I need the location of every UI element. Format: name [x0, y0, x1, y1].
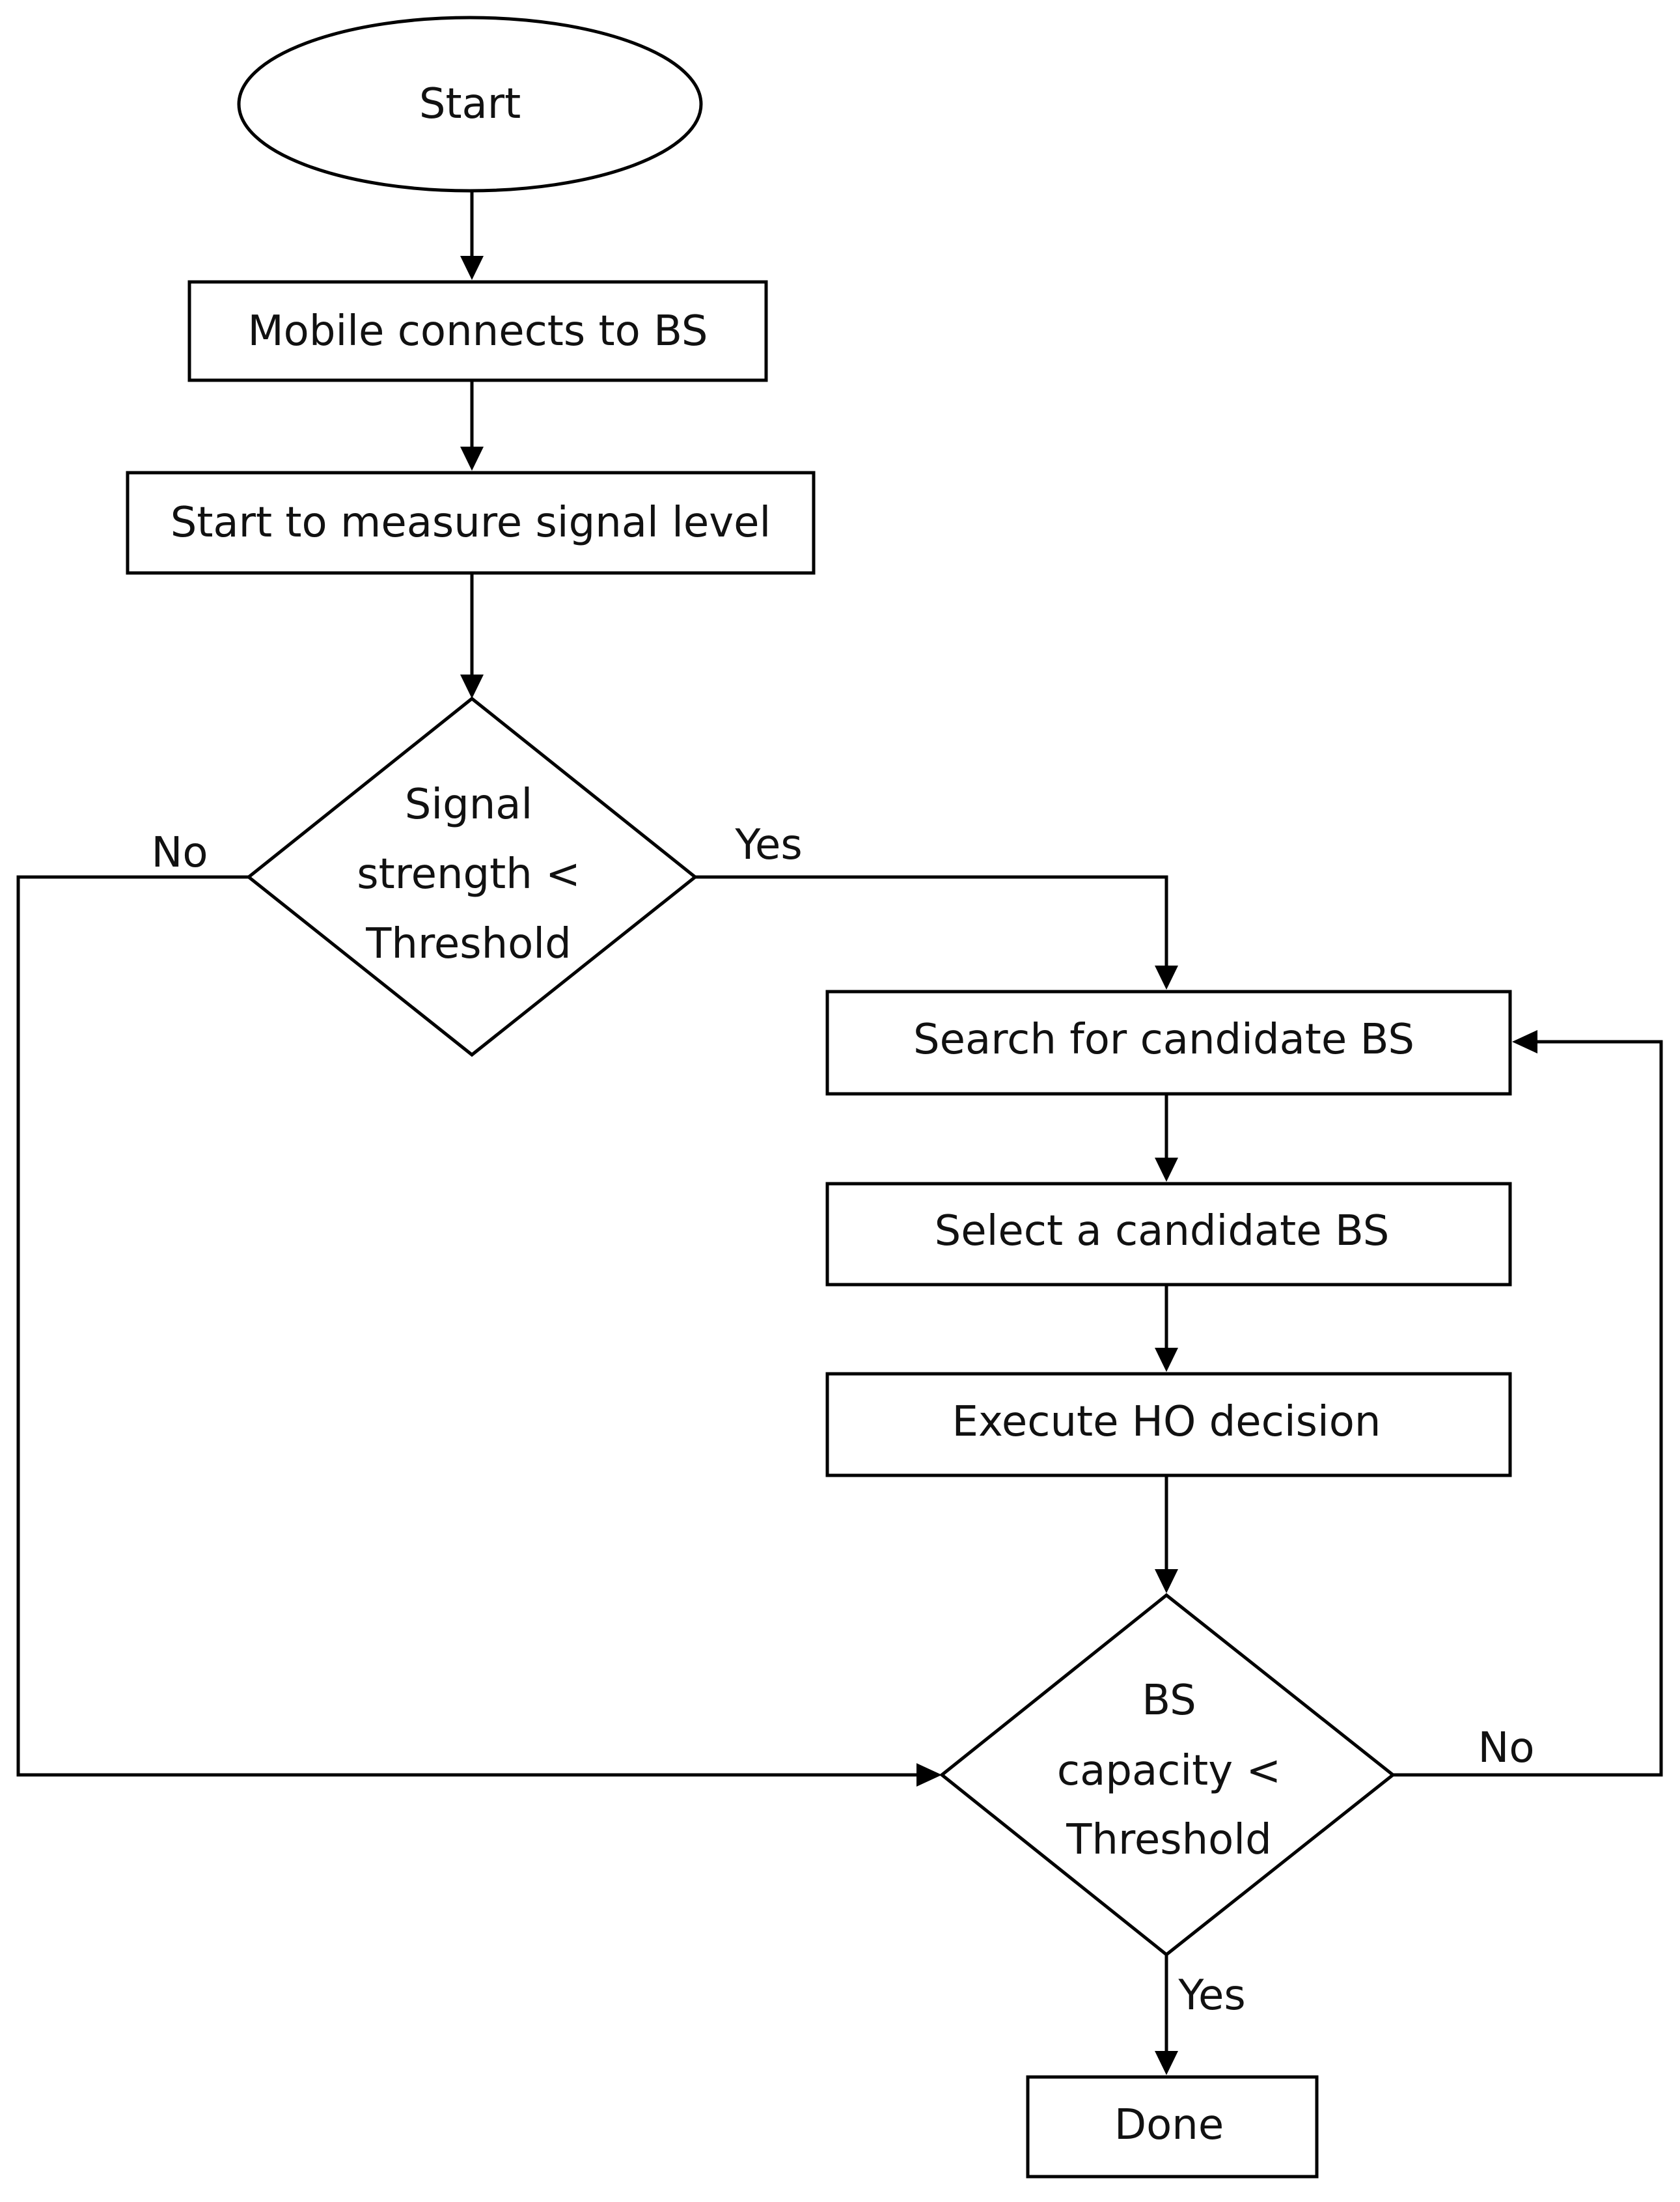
connector-search-to-select [1155, 1094, 1178, 1182]
signal-no-label: No [151, 829, 208, 877]
capacity-decision-line-3: Threshold [1066, 1816, 1271, 1864]
connector-signal-no-to-capacity-decision [16, 875, 942, 1787]
connect-node: Mobile connects to BS [187, 280, 768, 382]
capacity-decision-line-1: BS [1142, 1677, 1196, 1725]
signal-decision-line-1: Signal [405, 781, 533, 829]
start-node: Start [237, 16, 703, 193]
execute-node: Execute HO decision [825, 1372, 1512, 1477]
search-label: Search for candidate BS [913, 1016, 1414, 1064]
measure-node: Start to measure signal level [126, 471, 816, 575]
connector-start-to-connect [460, 191, 484, 280]
connector-execute-to-capacity-decision [1155, 1475, 1178, 1593]
connector-connect-to-measure [460, 380, 484, 471]
measure-label: Start to measure signal level [171, 499, 771, 547]
connector-signal-yes-to-search [695, 875, 1178, 990]
done-label: Done [1114, 2101, 1224, 2149]
connect-label: Mobile connects to BS [247, 307, 708, 355]
connector-select-to-execute [1155, 1285, 1178, 1372]
select-node: Select a candidate BS [825, 1182, 1512, 1287]
signal-yes-label: Yes [734, 821, 802, 869]
execute-label: Execute HO decision [952, 1398, 1381, 1446]
select-label: Select a candidate BS [935, 1207, 1390, 1255]
connector-capacity-yes-to-done [1155, 1955, 1178, 2075]
signal-decision-line-2: strength < [357, 850, 581, 899]
signal-decision-node: Signal strength < Threshold [245, 696, 698, 1057]
capacity-decision-line-2: capacity < [1057, 1747, 1281, 1795]
capacity-no-label: No [1478, 1724, 1534, 1772]
connector-measure-to-signal-decision [460, 573, 484, 699]
capacity-decision-node: BS capacity < Threshold [939, 1593, 1396, 1957]
search-node: Search for candidate BS [825, 990, 1512, 1096]
capacity-yes-label: Yes [1177, 1972, 1245, 2020]
connector-capacity-no-loop-to-search [1393, 1030, 1663, 1777]
done-node: Done [1026, 2075, 1319, 2179]
signal-decision-line-3: Threshold [365, 920, 571, 968]
start-label: Start [419, 80, 521, 128]
